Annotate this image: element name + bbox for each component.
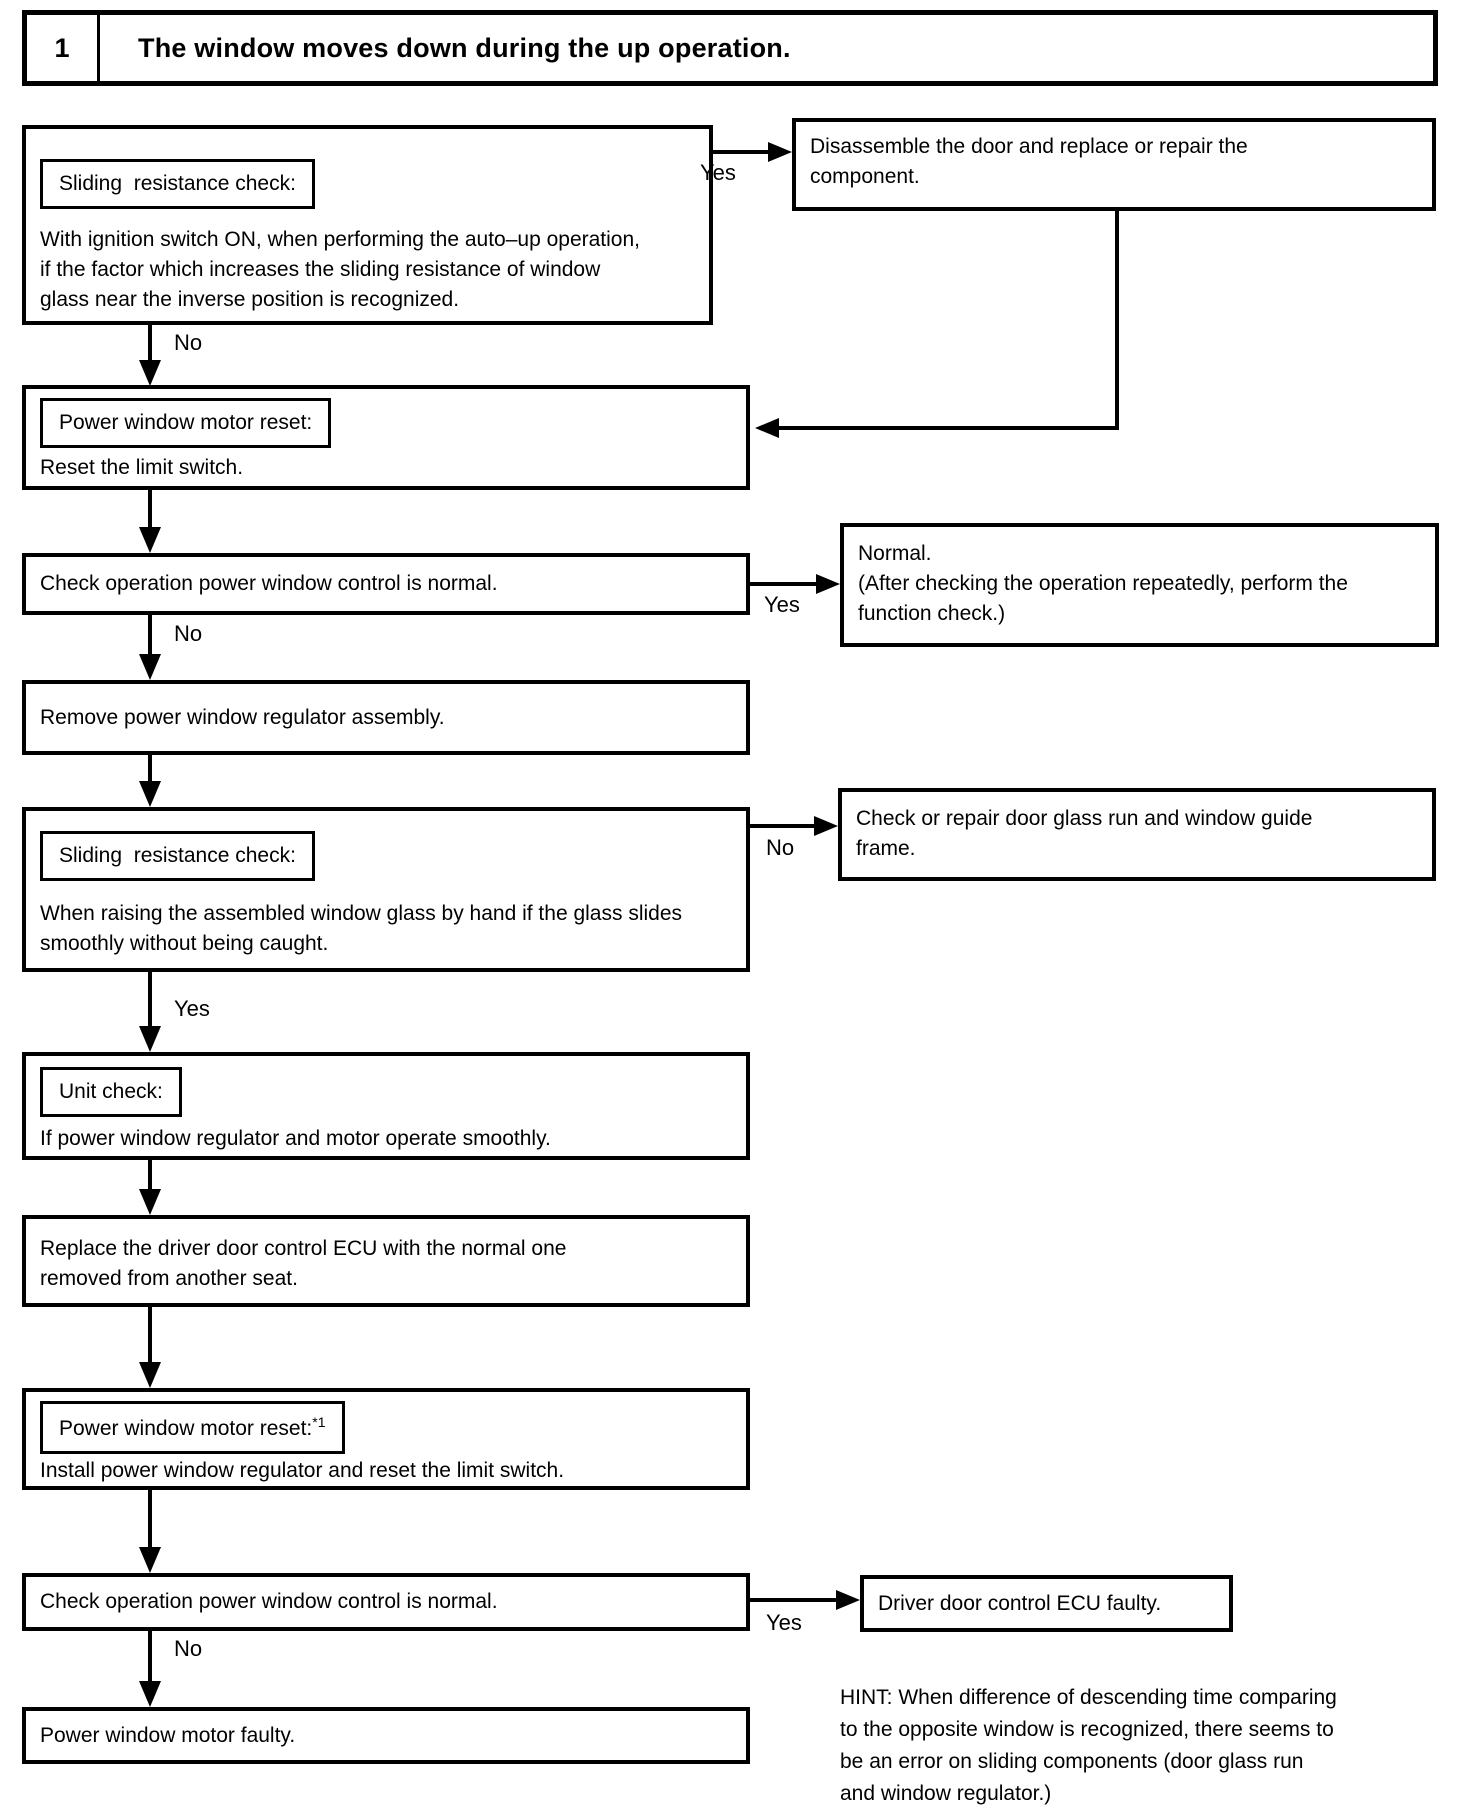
- edge-label-no-3: No: [766, 835, 795, 860]
- flow-box-body: Normal. (After checking the operation re…: [858, 542, 1348, 625]
- connector-line: [148, 1307, 152, 1364]
- flow-box-sliding-check-1: Sliding resistance check: With ignition …: [22, 125, 713, 325]
- flow-box-check-operation-2: Check operation power window control is …: [22, 1573, 750, 1631]
- edge-label-yes-4: Yes: [766, 1610, 802, 1635]
- connector-line: [750, 1598, 836, 1602]
- edge-label-yes-1: Yes: [700, 160, 736, 185]
- edge-label-no-2: No: [174, 621, 203, 646]
- flow-box-check-operation-1: Check operation power window control is …: [22, 553, 750, 615]
- footnote-marker: *1: [312, 1414, 326, 1430]
- flow-box-body: Replace the driver door control ECU with…: [40, 1237, 567, 1290]
- flow-box-motor-faulty: Power window motor faulty.: [22, 1707, 750, 1764]
- flow-box-unit-check: Unit check: If power window regulator an…: [22, 1052, 750, 1160]
- flow-box-title: Power window motor reset:: [40, 398, 332, 448]
- procedure-header: 1 The window moves down during the up op…: [22, 10, 1438, 86]
- connector-line: [1115, 210, 1119, 430]
- connector-line: [779, 426, 1119, 430]
- edge-label-yes-2: Yes: [764, 592, 800, 617]
- flow-box-title: Sliding resistance check:: [40, 831, 315, 881]
- flow-box-body: Reset the limit switch.: [40, 456, 244, 479]
- flow-box-normal: Normal. (After checking the operation re…: [840, 523, 1439, 647]
- edge-label-yes-3: Yes: [174, 996, 210, 1021]
- flow-box-body: When raising the assembled window glass …: [40, 902, 683, 955]
- edge-label-no-4: No: [174, 1636, 203, 1661]
- flow-box-disassemble: Disassemble the door and replace or repa…: [792, 118, 1436, 211]
- arrow-down-icon: [139, 1189, 161, 1215]
- flow-box-body: Check or repair door glass run and windo…: [856, 807, 1313, 860]
- flow-box-body: Check operation power window control is …: [40, 1590, 498, 1613]
- flow-box-motor-reset-2: Power window motor reset:*1 Install powe…: [22, 1388, 750, 1490]
- arrow-down-icon: [139, 360, 161, 386]
- connector-line: [148, 615, 152, 656]
- flow-box-body: Power window motor faulty.: [40, 1723, 296, 1747]
- connector-line: [148, 972, 152, 1028]
- flow-box-ecu-faulty: Driver door control ECU faulty.: [860, 1575, 1233, 1632]
- flow-box-motor-reset-1: Power window motor reset: Reset the limi…: [22, 385, 750, 490]
- arrow-left-icon: [755, 418, 779, 438]
- connector-line: [148, 755, 152, 783]
- step-number: 1: [27, 15, 100, 81]
- hint-note: HINT: When difference of descending time…: [840, 1686, 1337, 1805]
- connector-line: [712, 150, 770, 154]
- edge-label-no-1: No: [174, 330, 203, 355]
- flow-box-remove-regulator: Remove power window regulator assembly.: [22, 680, 750, 755]
- flow-box-title: Sliding resistance check:: [40, 159, 315, 209]
- connector-line: [148, 1160, 152, 1191]
- flow-box-body: Remove power window regulator assembly.: [40, 705, 445, 729]
- flow-box-body: With ignition switch ON, when performing…: [40, 228, 640, 311]
- flow-box-body: Driver door control ECU faulty.: [878, 1591, 1162, 1615]
- arrow-right-icon: [836, 1590, 860, 1610]
- connector-line: [148, 490, 152, 530]
- flow-box-title: Unit check:: [40, 1067, 182, 1117]
- arrow-down-icon: [139, 1681, 161, 1707]
- connector-line: [148, 1631, 152, 1683]
- flow-box-body: Disassemble the door and replace or repa…: [810, 135, 1248, 188]
- arrow-down-icon: [139, 781, 161, 807]
- connector-line: [750, 824, 814, 828]
- page-title: The window moves down during the up oper…: [138, 32, 791, 63]
- flow-box-replace-ecu: Replace the driver door control ECU with…: [22, 1215, 750, 1307]
- flow-box-sliding-check-2: Sliding resistance check: When raising t…: [22, 807, 750, 972]
- connector-line: [148, 1490, 152, 1549]
- arrow-right-icon: [814, 816, 838, 836]
- arrow-down-icon: [139, 527, 161, 553]
- flow-box-title-text: Power window motor reset:: [59, 1417, 313, 1440]
- flow-box-check-repair: Check or repair door glass run and windo…: [838, 788, 1436, 881]
- arrow-right-icon: [816, 574, 840, 594]
- flow-box-body: Install power window regulator and reset…: [40, 1459, 565, 1482]
- flow-box-body: If power window regulator and motor oper…: [40, 1127, 551, 1150]
- arrow-right-icon: [768, 142, 792, 162]
- flow-box-title: Power window motor reset:*1: [40, 1401, 345, 1454]
- arrow-down-icon: [139, 1547, 161, 1573]
- arrow-down-icon: [139, 654, 161, 680]
- connector-line: [750, 582, 816, 586]
- arrow-down-icon: [139, 1026, 161, 1052]
- flow-box-body: Check operation power window control is …: [40, 572, 498, 595]
- connector-line: [148, 325, 152, 362]
- arrow-down-icon: [139, 1362, 161, 1388]
